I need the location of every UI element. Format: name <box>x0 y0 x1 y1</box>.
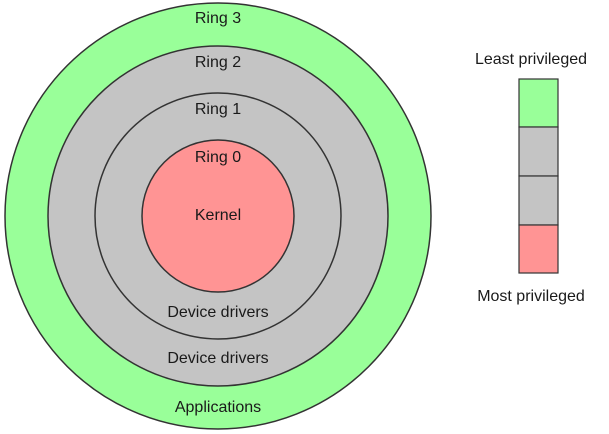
ring-3-label: Ring 3 <box>195 10 241 27</box>
legend-bar <box>518 78 559 274</box>
ring-3-content-label: Applications <box>175 399 261 416</box>
ring-1-label: Ring 1 <box>195 101 241 118</box>
ring-0-label: Ring 0 <box>195 149 241 166</box>
ring-2-content-label: Device drivers <box>167 350 268 367</box>
legend-bottom-label: Most privileged <box>477 288 585 305</box>
legend-swatch-2 <box>518 126 559 177</box>
kernel-label: Kernel <box>195 207 241 224</box>
ring-1-content-label: Device drivers <box>167 304 268 321</box>
ring-2-label: Ring 2 <box>195 54 241 71</box>
legend-swatch-3 <box>518 175 559 226</box>
legend-swatch-least <box>518 78 559 128</box>
legend-swatch-most <box>518 224 559 274</box>
ring-0-circle <box>141 139 295 293</box>
legend-top-label: Least privileged <box>475 51 587 68</box>
